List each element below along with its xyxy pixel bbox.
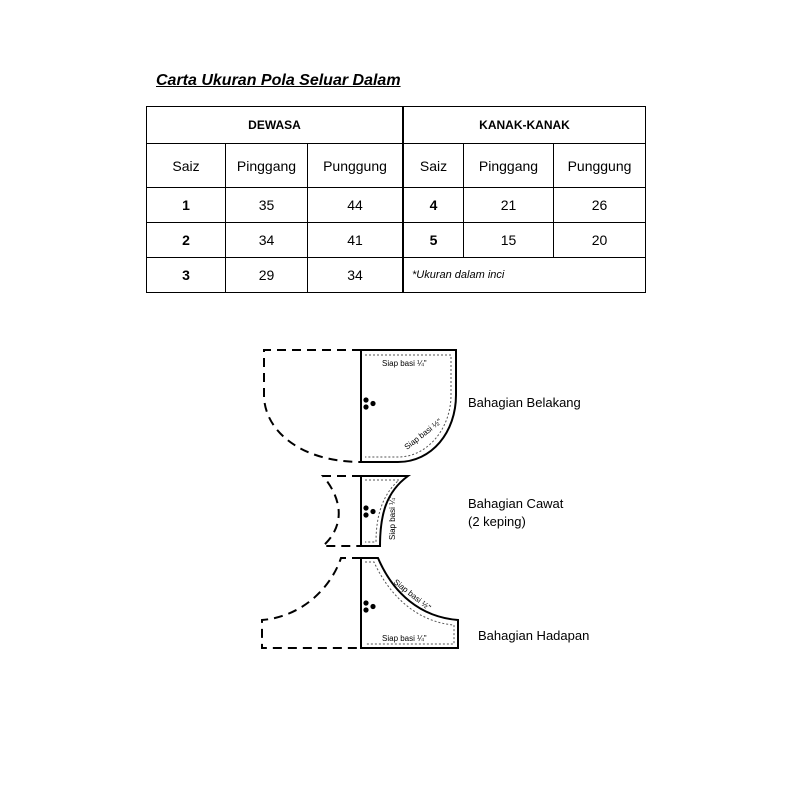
waist-cell: 35 [225,187,308,223]
page-title: Carta Ukuran Pola Seluar Dalam [156,72,401,89]
front-mirror-half-dashed [261,557,361,649]
gusset-seam-text: Siap basi ¼" [388,495,397,540]
table-row: 5 15 20 [403,222,647,258]
back-piece-label: Bahagian Belakang [468,395,581,410]
child-heading: KANAK-KANAK [402,106,647,144]
back-outline [360,349,457,463]
gusset-piece-count: (2 keping) [468,514,526,529]
back-seam-allowance [365,354,452,458]
size-cell: 2 [146,222,226,258]
unit-note: *Ukuran dalam inci [402,257,647,293]
gusset-outline [360,475,412,547]
child-col-waist: Pinggang [463,143,554,188]
front-seam-bottom-text: Siap basi ¼" [382,634,427,643]
fold-mark-icon [363,505,376,518]
front-piece: Siap basi ½" Siap basi ¼" [261,557,459,649]
gusset-piece: Siap basi ¼" [320,475,412,547]
front-piece-label: Bahagian Hadapan [478,628,590,643]
child-col-hip: Punggung [552,143,647,188]
front-seam-curve-text: Siap basi ½" [392,577,433,612]
hip-cell: 26 [552,187,647,223]
gusset-mirror-half-dashed [320,475,361,547]
adult-col-waist: Pinggang [225,143,308,188]
gusset-piece-label: Bahagian Cawat [468,496,564,511]
table-row: 1 35 44 [146,187,403,223]
size-cell: 3 [146,257,226,293]
back-piece: Siap basi ¼" Siap basi ½" [263,349,457,463]
table-row: 2 34 41 [146,222,403,258]
fold-mark-icon [363,397,376,410]
adult-heading: DEWASA [146,106,403,144]
back-seam-top-text: Siap basi ¼" [382,359,427,368]
child-size-table: KANAK-KANAK Saiz Pinggang Punggung 4 21 … [402,106,647,293]
gusset-seam-allowance [365,479,401,543]
waist-cell: 21 [463,187,554,223]
adult-size-table: DEWASA Saiz Pinggang Punggung 1 35 44 2 … [146,106,403,293]
adult-col-hip: Punggung [307,143,403,188]
back-mirror-half-dashed [263,349,362,463]
hip-cell: 34 [307,257,403,293]
front-seam-allowance [365,561,455,645]
hip-cell: 44 [307,187,403,223]
front-outline [360,557,459,649]
adult-col-size: Saiz [146,143,226,188]
hip-cell: 20 [552,222,647,258]
child-col-size: Saiz [403,143,464,188]
waist-cell: 15 [463,222,554,258]
table-row: 4 21 26 [403,187,647,223]
fold-mark-icon [363,600,376,613]
table-row: 3 29 34 [146,257,403,293]
